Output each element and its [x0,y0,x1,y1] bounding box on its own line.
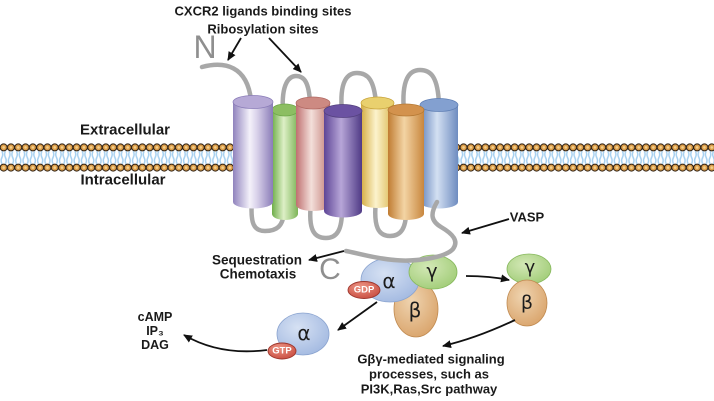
gamma-label-2: γ [524,257,536,278]
arrow-binding-site-1 [227,37,242,61]
arrow-sequestration [308,250,345,262]
alpha-label-2: α [297,321,311,345]
helix-2-green [271,103,299,220]
gdp-molecule [347,281,381,299]
arrow-beta-to-signaling [442,319,516,349]
gbg-signaling-label-line2: processes, such as [369,366,489,382]
g-protein-subunits [267,253,552,360]
gamma-subunit-1 [408,254,458,290]
helix-5-yellow [360,96,395,208]
beta-subunit-2 [506,279,548,327]
binding-sites-label-line1: CXCR2 ligands binding sites [174,3,352,19]
camp-label: cAMP [137,309,173,324]
beta-label-2: β [520,291,534,314]
transmembrane-helices [232,95,459,220]
gtp-label: GTP [272,345,292,357]
intracellular-loop-3 [373,197,409,239]
arrow-gamma-to-gamma [465,274,510,283]
gamma-label-1: γ [426,260,438,283]
intracellular-loop-2 [308,200,345,241]
ip3-label: IP₃ [146,323,164,338]
helix-7-blue [419,98,459,209]
intracellular-loop-1 [249,197,287,234]
helix-1-lavender [232,95,274,209]
gtp-molecule [267,342,297,360]
arrow-gdp-to-gtp-alpha [337,301,378,331]
helix-6-orange [387,103,425,220]
c-terminal-tail [343,199,458,263]
alpha-label-1: α [382,269,396,293]
extracellular-label: Extracellular [79,121,171,139]
chemotaxis-label: Chemotaxis [219,266,297,282]
sequestration-label: Sequestration [211,252,303,268]
beta-label-1: β [408,298,422,322]
gbg-signaling-label-line3: PI3K,Ras,Src pathway [360,381,498,397]
receptor-loops [199,62,442,241]
extracellular-loop-2 [339,70,379,115]
arrow-binding-site-2 [268,37,302,73]
extracellular-loop-1 [280,73,313,115]
helix-4-purple [323,104,363,218]
dag-label: DAG [141,337,169,352]
c-terminus-label: C [319,253,341,286]
extracellular-loop-3 [401,67,442,115]
gbg-signaling-label-line1: Gβγ-mediated signaling [357,351,505,367]
n-terminal-tail [199,62,254,103]
binding-sites-label-line2: Ribosylation sites [207,21,319,37]
n-terminus-label: N [193,29,217,65]
arrow-vasp [461,218,510,235]
vasp-label: VASP [509,209,545,225]
arrows [183,37,516,353]
intracellular-label: Intracellular [80,171,166,189]
gdp-label: GDP [353,284,375,296]
arrow-gtp-to-messengers [183,334,268,353]
helix-3-salmon [295,96,331,211]
